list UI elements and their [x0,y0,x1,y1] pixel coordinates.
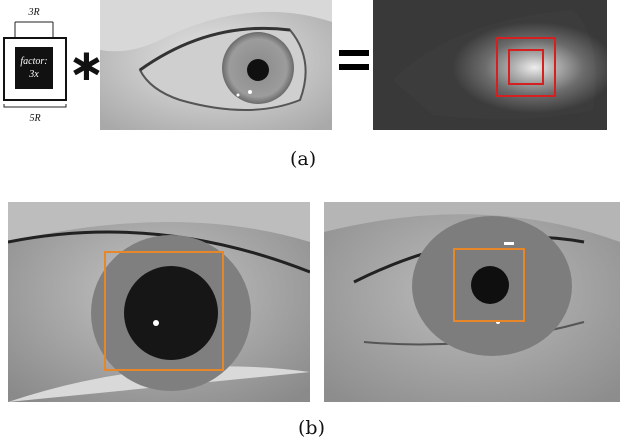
response-map-image [373,0,607,130]
result-eye-image-right [324,202,620,402]
response-outer-box [496,37,556,97]
kernel-inner-square [15,47,53,89]
response-inner-box [508,49,544,85]
caption-b: (b) [298,417,325,439]
kernel-top-label: 3R [27,7,39,18]
caption-a: (a) [290,148,317,170]
result-eye-image-left [8,202,310,402]
pupil-box-right [453,248,525,322]
pupil-box-left [104,251,224,371]
kernel-factor-value: 3x [28,69,39,80]
kernel-factor-label: factor: [20,56,47,67]
kernel-diagram: 3R factor: 3x 5R [3,7,67,124]
kernel-bottom-label: 5R [29,113,40,124]
equals-operator [339,50,369,70]
convolution-operator: ∗ [68,40,105,91]
input-eye-image [100,0,332,130]
